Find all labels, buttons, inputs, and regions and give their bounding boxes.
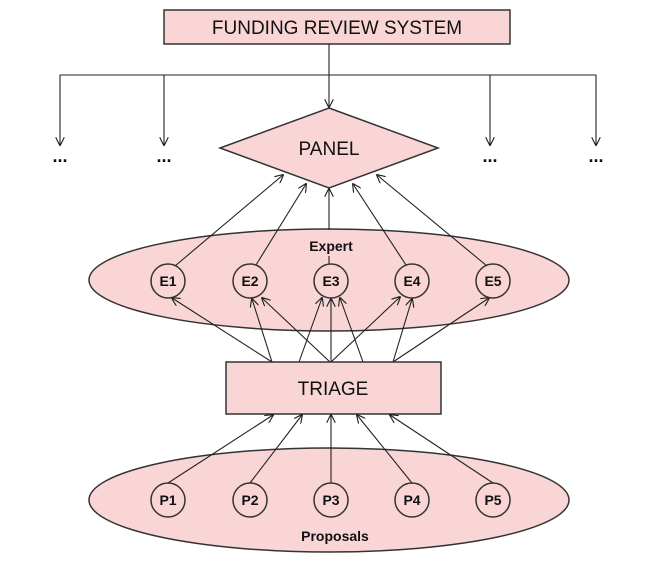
arrow-e1-panel [174, 175, 283, 267]
proposal-node-label: P3 [322, 492, 339, 508]
arrow-e2-panel [255, 184, 306, 266]
expert-group-label: Expert [309, 238, 353, 254]
arrow-triage-e5 [392, 298, 489, 363]
arrow-p1-triage [167, 415, 273, 484]
ellipsis-4: ... [588, 146, 603, 166]
arrow-p2-triage [249, 415, 302, 484]
title-label: FUNDING REVIEW SYSTEM [212, 18, 462, 39]
arrow-triage-e2a [252, 299, 273, 363]
proposal-node-p4: P4 [394, 482, 430, 518]
distribution-connectors [60, 44, 596, 145]
proposal-node-label: P5 [484, 492, 501, 508]
proposal-group-label: Proposals [301, 528, 369, 544]
ellipsis-2: ... [156, 146, 171, 166]
expert-node-label: E5 [484, 273, 501, 289]
arrow-e4-panel [353, 184, 407, 266]
proposal-node-label: P4 [403, 492, 420, 508]
expert-node-e4: E4 [394, 263, 430, 299]
expert-node-e2: E2 [232, 263, 268, 299]
arrow-p4-triage [357, 415, 413, 484]
expert-node-e5: E5 [475, 263, 511, 299]
panel-diamond: PANEL [217, 107, 441, 189]
ellipsis-3: ... [482, 146, 497, 166]
expert-node-e1: E1 [150, 263, 186, 299]
proposal-node-label: P2 [241, 492, 258, 508]
expert-node-label: E1 [159, 273, 176, 289]
triage-label: TRIAGE [298, 379, 369, 400]
arrow-triage-e1 [172, 298, 273, 363]
expert-to-panel-arrows [174, 175, 488, 267]
panel-label: PANEL [299, 139, 360, 160]
arrow-triage-e4a [330, 297, 400, 363]
title-box: FUNDING REVIEW SYSTEM [163, 9, 511, 45]
expert-node-e3: E3 [313, 263, 349, 299]
triage-box: TRIAGE [225, 361, 442, 415]
arrow-p5-triage [390, 415, 494, 484]
triage-to-expert-arrows [172, 297, 489, 363]
proposal-node-p5: P5 [475, 482, 511, 518]
expert-node-label: E2 [241, 273, 258, 289]
proposal-node-p2: P2 [232, 482, 268, 518]
expert-node-label: E4 [403, 273, 420, 289]
arrow-triage-e4b [392, 299, 412, 363]
proposal-node-p3: P3 [313, 482, 349, 518]
proposal-node-p1: P1 [150, 482, 186, 518]
expert-node-label: E3 [322, 273, 339, 289]
arrow-e5-panel [377, 175, 488, 267]
proposal-node-label: P1 [159, 492, 176, 508]
proposal-to-triage-arrows [167, 415, 494, 484]
ellipsis-1: ... [52, 146, 67, 166]
arrow-triage-e3a [298, 298, 322, 363]
arrow-triage-e3c [340, 298, 364, 363]
arrow-triage-e2b [262, 298, 331, 363]
